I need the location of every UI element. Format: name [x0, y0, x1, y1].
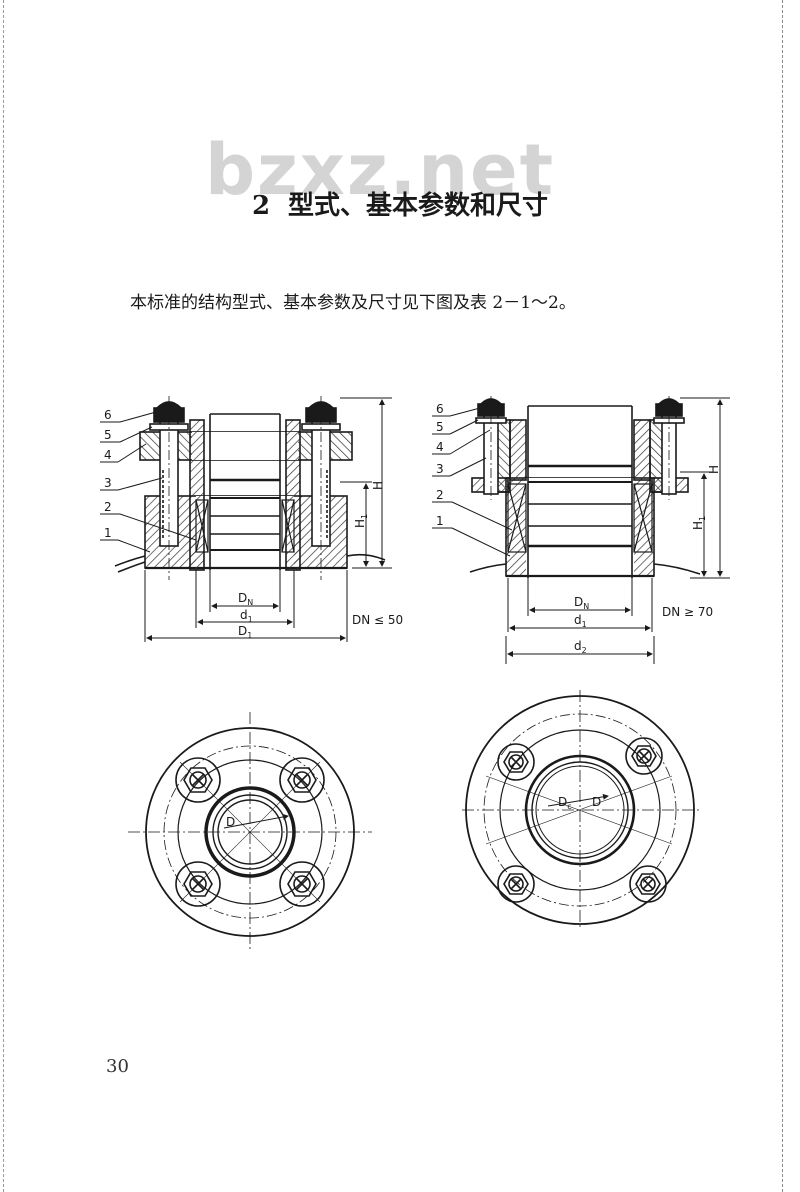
plan-view-right: [462, 690, 700, 930]
page-number: 30: [106, 1056, 129, 1077]
leaders-left: [100, 411, 197, 553]
condition-left: DN ≤ 50: [352, 613, 403, 627]
dim-DN-right: DN: [574, 595, 589, 611]
part-number-6-right: 6: [436, 402, 444, 416]
bolt-head-se-right: [629, 865, 667, 903]
part-number-1-left: 1: [104, 526, 112, 540]
plan-left-label-D: D: [226, 815, 235, 829]
dim-H1-left: H1: [353, 514, 369, 528]
part-number-4-left: 4: [104, 448, 112, 462]
condition-right: DN ≥ 70: [662, 605, 713, 619]
dim-H1-right: H1: [691, 516, 707, 530]
plan-right-label-Dc: Dc: [558, 795, 572, 811]
bolt-head-ne-left: [279, 757, 325, 803]
dim-D1-left: D1: [238, 624, 252, 640]
part-number-5-right: 5: [436, 420, 444, 434]
bolt-head-sw-left: [175, 861, 221, 907]
dim-d1-right: d1: [574, 613, 587, 629]
packing-rings-left: [195, 499, 295, 553]
section-heading: 2 型式、基本参数和尺寸: [150, 186, 650, 226]
dim-d2-right: d2: [574, 639, 587, 655]
section-number: 2: [251, 191, 271, 221]
section-view-left: [114, 396, 386, 580]
part-number-6-left: 6: [104, 408, 112, 422]
bolt-head-sw-right: [497, 865, 535, 903]
plan-view-left: [128, 712, 372, 952]
part-number-4-right: 4: [436, 440, 444, 454]
dim-H-right: H: [707, 465, 721, 474]
plan-right-label-D: D: [592, 795, 601, 809]
dimensions-right: [505, 397, 730, 664]
dimensions-left: [144, 397, 392, 642]
part-number-1-right: 1: [436, 514, 444, 528]
bolt-head-nw-right: [497, 743, 535, 781]
bolt-head-ne-right: [625, 737, 663, 775]
dim-H-left: H: [371, 481, 385, 490]
section-view-right: [469, 396, 701, 578]
scan-edge-left: [3, 0, 4, 1192]
bolt-head-se-left: [279, 861, 325, 907]
packing-rings-right: [507, 483, 653, 553]
dim-d1-left: d1: [240, 608, 253, 624]
part-number-3-right: 3: [436, 462, 444, 476]
leaders-right: [432, 407, 513, 557]
dim-DN-left: DN: [238, 591, 253, 607]
part-number-5-left: 5: [104, 428, 112, 442]
section-title: 型式、基本参数和尺寸: [288, 191, 549, 221]
part-number-2-left: 2: [104, 500, 112, 514]
part-number-2-right: 2: [436, 488, 444, 502]
part-number-3-left: 3: [104, 476, 112, 490]
bolt-head-nw-left: [175, 757, 221, 803]
watermark: bzxz.net: [204, 129, 556, 211]
scan-edge-right: [782, 0, 783, 1192]
intro-paragraph: 本标准的结构型式、基本参数及尺寸见下图及表 2－1～2。: [130, 293, 576, 313]
